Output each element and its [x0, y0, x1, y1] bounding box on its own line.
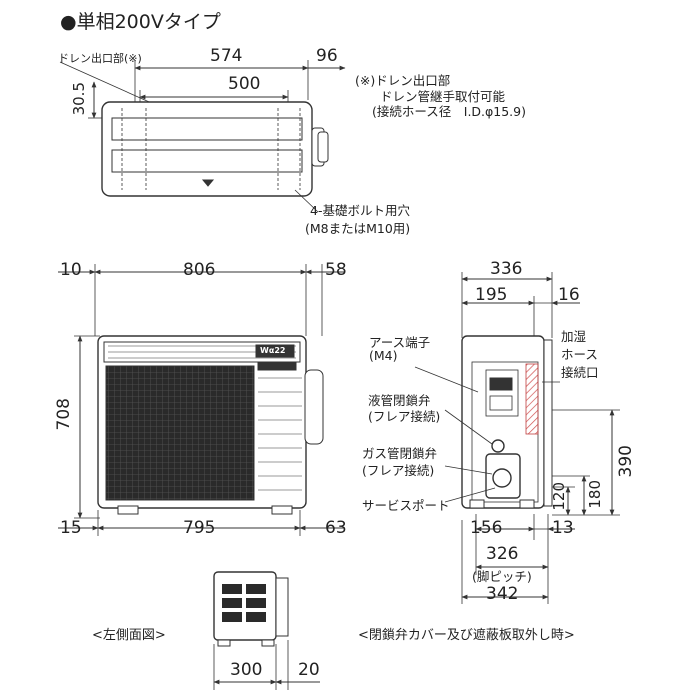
bolt-hole-line1: 4-基礎ボルト用穴 — [310, 203, 410, 218]
dim-63: 63 — [325, 518, 347, 538]
page-title: ●単相200Vタイプ — [60, 11, 221, 33]
dim-15: 15 — [60, 518, 82, 538]
dim-16: 16 — [558, 285, 580, 305]
dim-180: 180 — [586, 480, 604, 509]
dim-195: 195 — [475, 285, 508, 305]
earth-terminal-line1: アース端子 — [369, 335, 431, 350]
dim-342: 342 — [486, 584, 519, 604]
liquid-valve-line2: (フレア接続) — [368, 409, 441, 424]
dim-795: 795 — [183, 518, 216, 538]
note-drain-line2: ドレン管継手取付可能 — [380, 89, 506, 104]
service-port-label: サービスポート — [362, 498, 450, 513]
note-drain-line1: (※)ドレン出口部 — [355, 73, 451, 88]
gas-valve-line2: (フレア接続) — [362, 463, 435, 478]
liquid-valve-line1: 液管閉鎖弁 — [368, 393, 431, 408]
note-drain-line3: (接続ホース径 I.D.φ15.9) — [372, 104, 526, 119]
dim-390: 390 — [616, 445, 636, 478]
dim-58: 58 — [325, 260, 347, 280]
fan-grille — [105, 365, 255, 501]
dim-156: 156 — [470, 518, 503, 538]
side-view-caption: <閉鎖弁カバー及び遮蔽板取外し時> — [358, 628, 575, 643]
dim-500: 500 — [228, 74, 261, 94]
dim-326: 326 — [486, 544, 519, 564]
dim-20: 20 — [298, 660, 320, 680]
drain-outlet-label: ドレン出口部(※) — [58, 52, 142, 65]
side-view — [414, 272, 620, 604]
model-badge: Wα22 — [260, 346, 286, 355]
dim-30-5: 30.5 — [70, 82, 88, 116]
dim-336: 336 — [490, 259, 523, 279]
dim-708: 708 — [54, 398, 74, 431]
left-view — [213, 571, 320, 690]
dim-806: 806 — [183, 260, 216, 280]
dim-300: 300 — [230, 660, 263, 680]
humidifier-line3: 接続口 — [561, 365, 599, 380]
gas-valve-line1: ガス管閉鎖弁 — [362, 446, 438, 461]
dim-13: 13 — [552, 518, 574, 538]
earth-terminal-line2: (M4) — [369, 348, 398, 363]
left-view-caption: <左側面図> — [92, 628, 166, 643]
bolt-hole-line2: (M8またはM10用) — [305, 221, 411, 236]
dim-574: 574 — [210, 46, 243, 66]
top-view — [59, 60, 346, 213]
badge-plate — [255, 344, 295, 358]
dim-120: 120 — [550, 482, 568, 511]
humidifier-line2: ホース — [561, 347, 598, 362]
humidifier-line1: 加湿 — [561, 329, 587, 344]
dim-96: 96 — [316, 46, 338, 66]
dim-10: 10 — [60, 260, 82, 280]
leg-pitch-label: (脚ピッチ) — [472, 569, 532, 584]
front-view — [58, 264, 345, 536]
